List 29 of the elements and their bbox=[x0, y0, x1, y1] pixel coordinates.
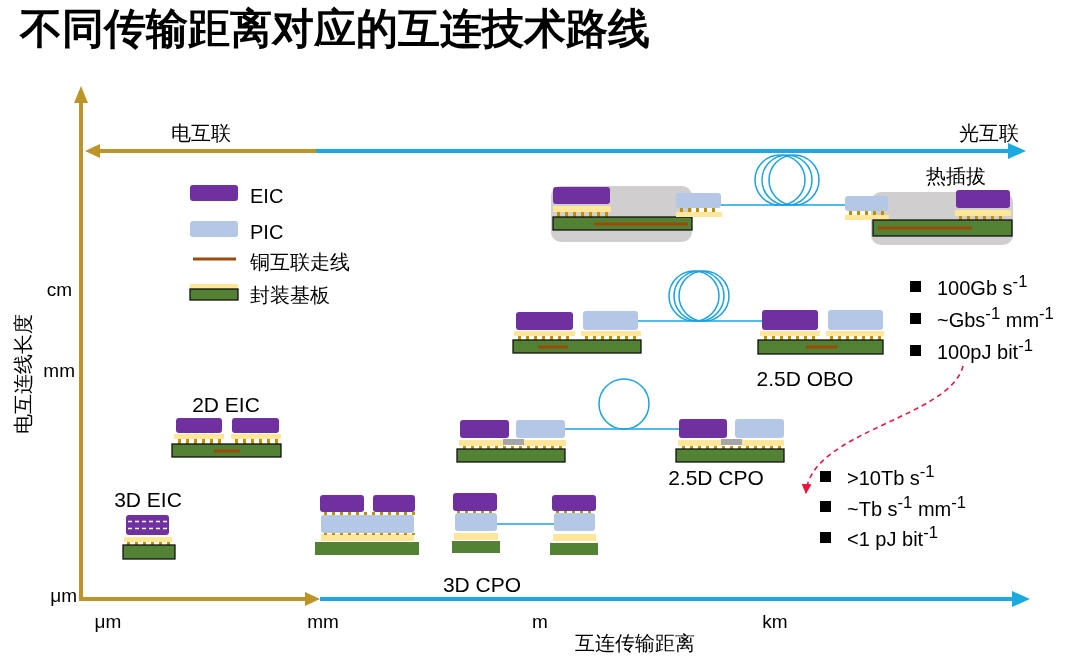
direction-label: 光互联 bbox=[959, 122, 1019, 144]
spec-text: 100pJ bit$^{-1}$ bbox=[937, 337, 1033, 363]
title: 不同传输距离对应的互连技术路线 bbox=[20, 6, 650, 52]
curved-arrow bbox=[803, 365, 964, 494]
package-caption: 2D EIC bbox=[192, 394, 260, 416]
tick-label: km bbox=[762, 612, 788, 632]
tick-label: cm bbox=[46, 280, 72, 300]
package-caption: 2.5D CPO bbox=[668, 467, 764, 489]
axis-title: 电互连线长度 bbox=[12, 314, 34, 434]
package-caption: 3D EIC bbox=[114, 489, 182, 511]
package-caption: 3D CPO bbox=[442, 574, 522, 596]
package-caption: 热插拔 bbox=[926, 165, 986, 187]
direction-label: 电互联 bbox=[171, 122, 231, 144]
spec-text: 100Gb s$^{-1}$ bbox=[937, 273, 1028, 299]
legend-label: 封装基板 bbox=[250, 284, 330, 306]
legend-label: 铜互联走线 bbox=[250, 251, 350, 273]
spec-text: ~Gbs$^{-1}$ mm$^{-1}$ bbox=[937, 305, 1054, 331]
tick-label: m bbox=[532, 612, 548, 632]
legend-label: PIC bbox=[250, 221, 284, 243]
tick-label: μm bbox=[50, 586, 77, 606]
axis-title: 互连传输距离 bbox=[575, 632, 695, 654]
tick-label: mm bbox=[43, 361, 75, 381]
tick-label: mm bbox=[307, 612, 339, 632]
spec-text: >10Tb s$^{-1}$ bbox=[847, 463, 935, 490]
tick-label: μm bbox=[94, 612, 122, 632]
spec-text: <1 pJ bit$^{-1}$ bbox=[847, 524, 938, 551]
package-caption: 2.5D OBO bbox=[756, 368, 854, 390]
legend-label: EIC bbox=[250, 185, 284, 207]
spec-text: ~Tb s$^{-1}$ mm$^{-1}$ bbox=[847, 493, 967, 520]
